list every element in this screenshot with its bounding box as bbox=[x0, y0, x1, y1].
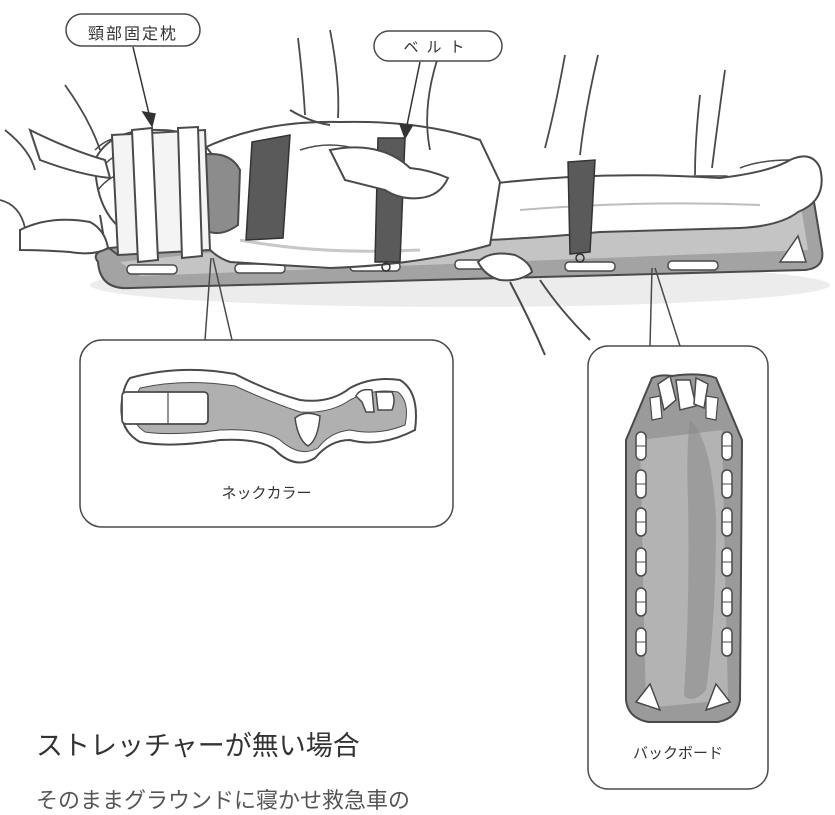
patient-torso bbox=[193, 120, 502, 270]
belt-buckles bbox=[381, 253, 585, 272]
backboard-drawing bbox=[625, 373, 744, 723]
belt-label: ベルト bbox=[403, 38, 473, 56]
section-heading: ストレッチャーが無い場合 bbox=[36, 731, 360, 762]
head-immobilizer-label: 頸部固定枕 bbox=[87, 24, 178, 43]
head-immobilizer-straps bbox=[130, 125, 204, 264]
body-text: そのままグラウンドに寝かせ救急車の bbox=[36, 789, 411, 814]
neck-collar-label: ネックカラー bbox=[221, 484, 312, 502]
callout-lines bbox=[204, 257, 681, 347]
neck-collar-drawing bbox=[120, 368, 417, 464]
rescuer-arms bbox=[19, 109, 591, 356]
patient-arm bbox=[328, 146, 450, 200]
leg-belt bbox=[567, 159, 596, 255]
pointer-arrows bbox=[132, 46, 421, 140]
backboard-label: バックボード bbox=[632, 744, 723, 762]
head-immobilizer-pill bbox=[65, 13, 201, 47]
chest-belt bbox=[245, 134, 291, 241]
belt-pill bbox=[373, 30, 503, 62]
backboard-scene-illustration bbox=[0, 13, 830, 790]
rescuer-arm-lines bbox=[0, 29, 726, 229]
patient-legs bbox=[478, 155, 823, 242]
